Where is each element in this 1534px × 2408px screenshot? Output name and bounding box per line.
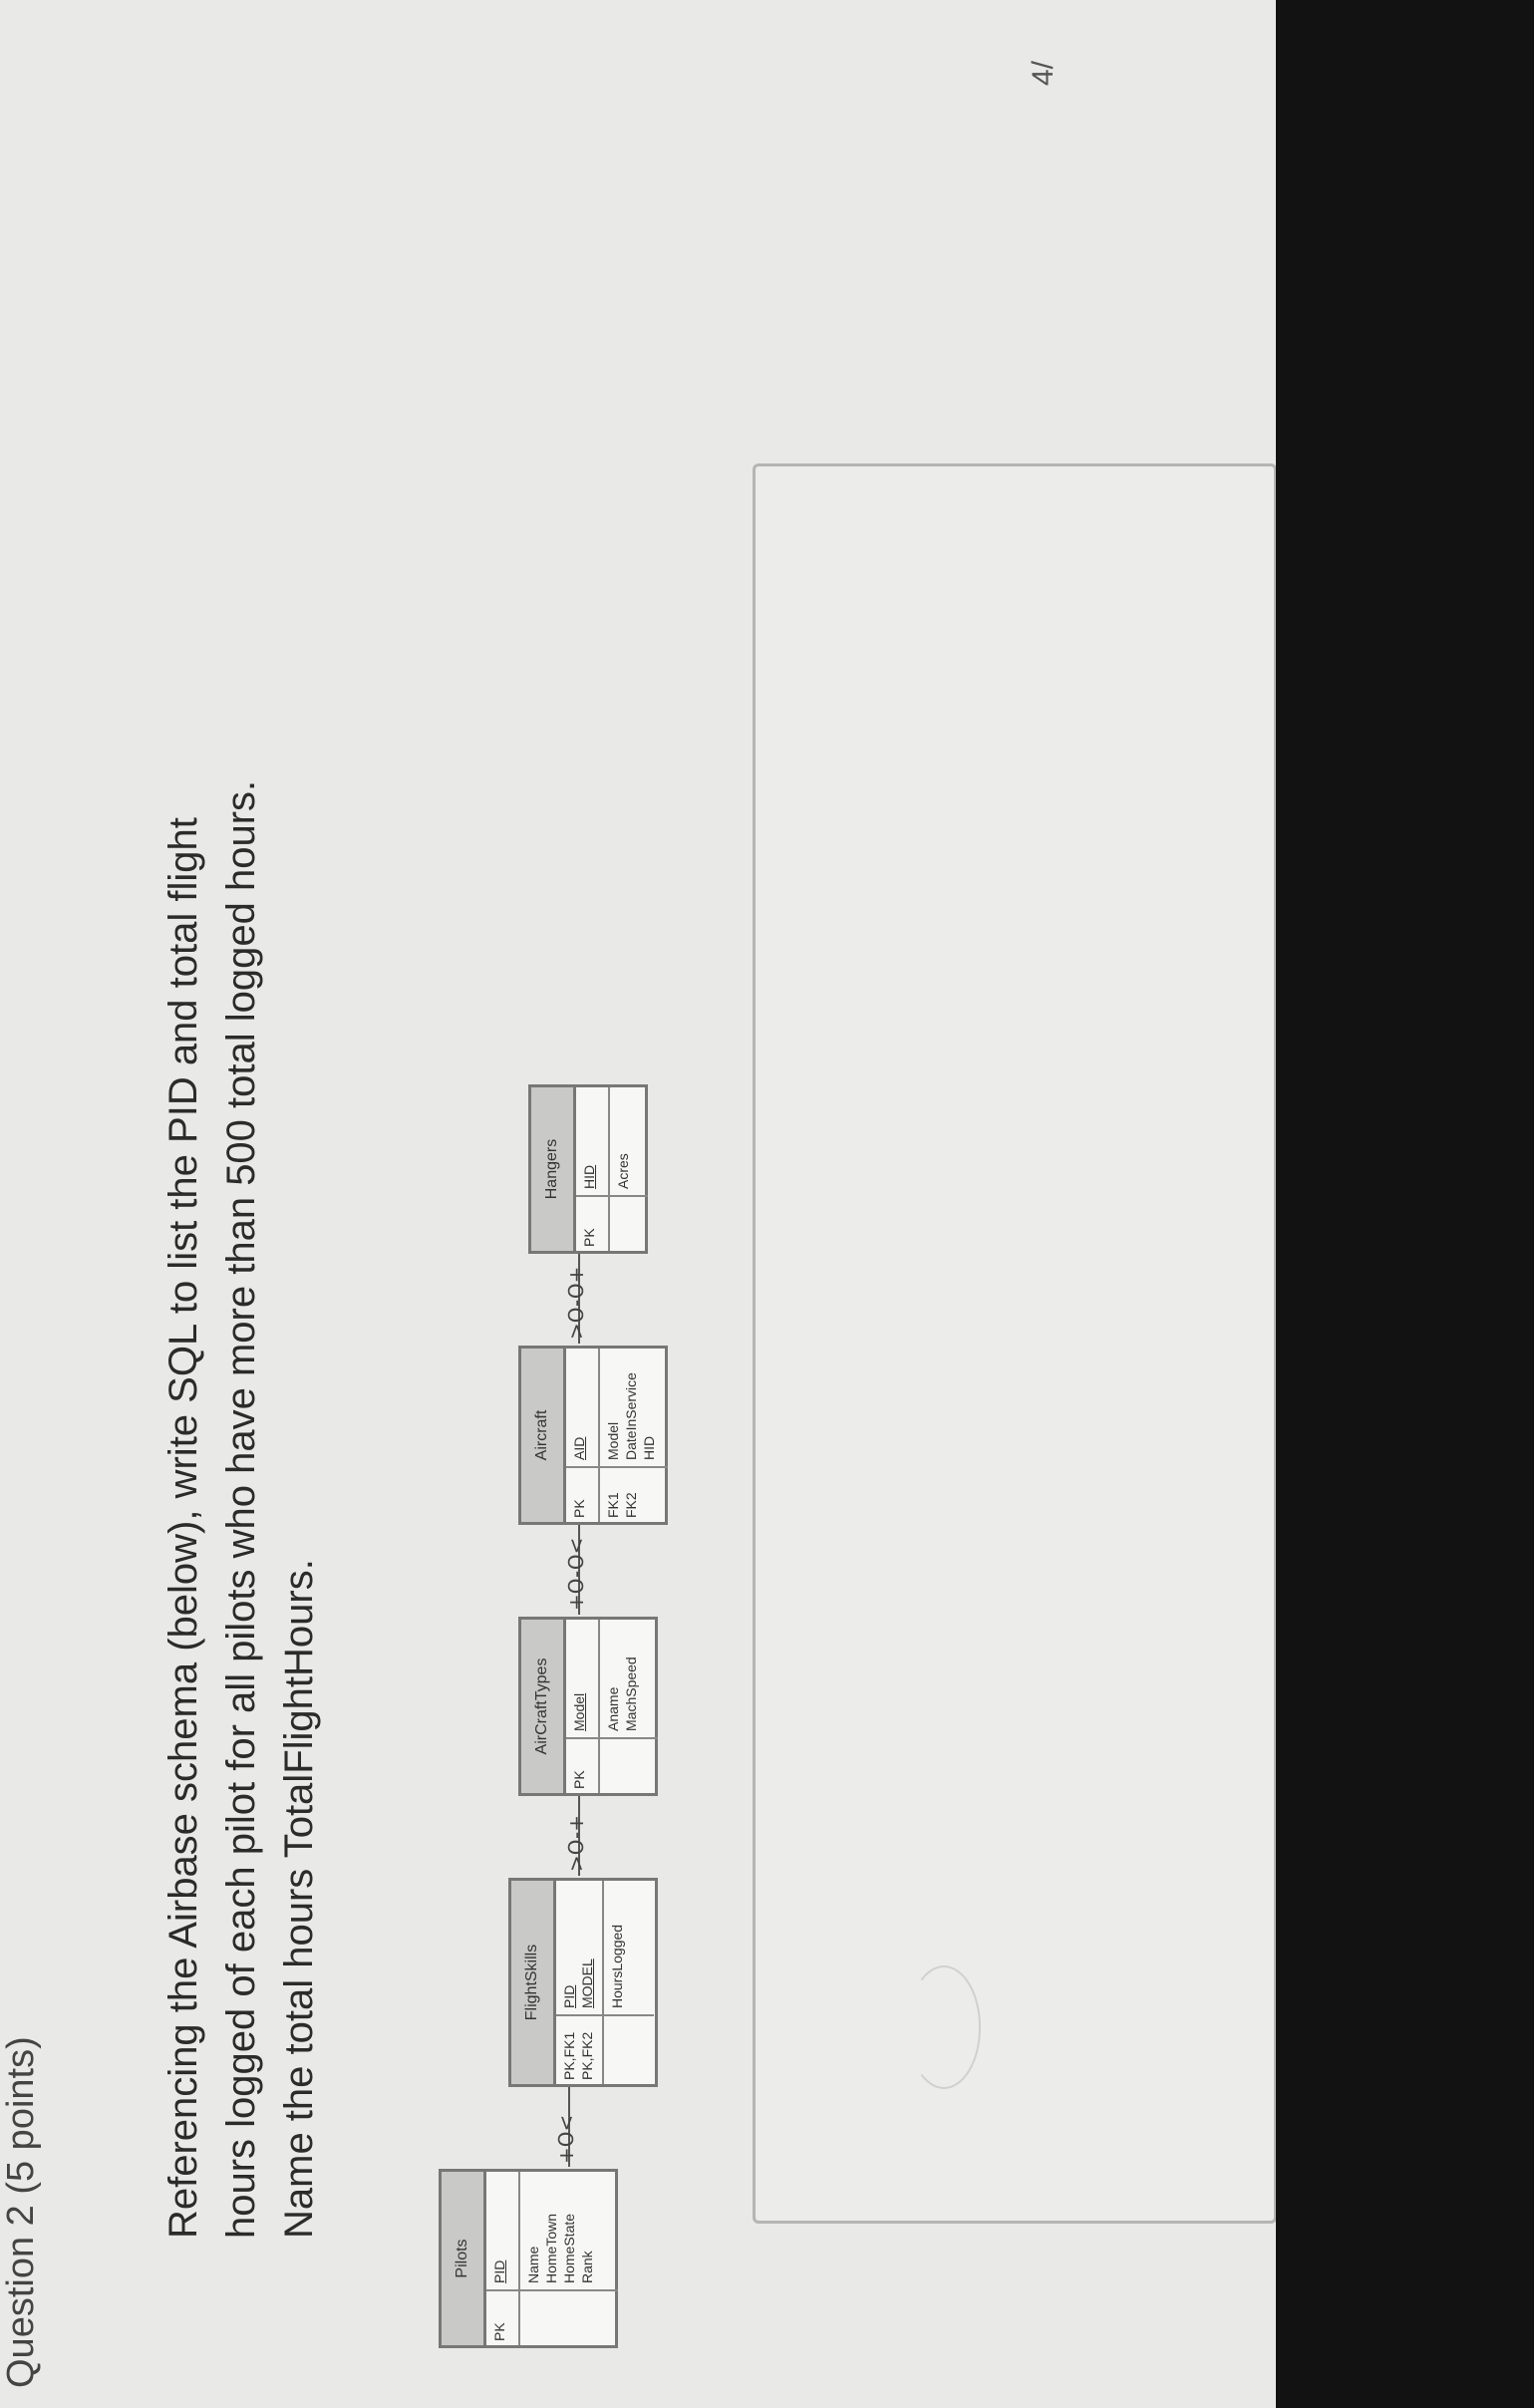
aircraft-aid: AID bbox=[571, 1436, 587, 1460]
crow-foot-icon: >O-+ bbox=[564, 1814, 588, 1872]
hangers-hid: HID bbox=[581, 1164, 597, 1189]
aircraft-hid: HID bbox=[641, 1435, 657, 1460]
entity-title-flightskills: FlightSkills bbox=[511, 1881, 556, 2084]
pilots-attr-homestate: HomeState bbox=[561, 2213, 577, 2283]
question-line-2: hours logged of each pilot for all pilot… bbox=[219, 779, 263, 2239]
aircraft-model: Model bbox=[605, 1421, 621, 1460]
flightskills-hourslogged: HoursLogged bbox=[609, 1924, 625, 2008]
entity-title-pilots: Pilots bbox=[442, 2172, 486, 2345]
aircraft-fk1-label: FK1 bbox=[605, 1492, 621, 1518]
answer-text-area[interactable] bbox=[753, 463, 1277, 2224]
pilots-attr-hometown: HomeTown bbox=[543, 2213, 559, 2283]
flightskills-key-1: PK,FK1 bbox=[561, 2031, 577, 2080]
crow-foot-icon: >O-O+ bbox=[564, 1266, 588, 1340]
flightskills-key-2: PK,FK2 bbox=[579, 2031, 595, 2080]
crow-foot-icon: +O< bbox=[554, 2114, 578, 2164]
entity-title-aircrafttypes: AirCraftTypes bbox=[521, 1620, 566, 1793]
pilots-pid: PID bbox=[491, 2259, 507, 2283]
flightskills-pid: PID bbox=[561, 1984, 577, 2008]
entity-hangers: Hangers PK HID Acres bbox=[528, 1084, 648, 1254]
question-header: Question 2 (5 points) bbox=[0, 2036, 42, 2388]
entity-aircrafttypes: AirCraftTypes PK Model Aname MachSpeed bbox=[518, 1617, 658, 1796]
hangers-pk-label: PK bbox=[576, 1195, 608, 1251]
pilots-pk-label: PK bbox=[486, 2289, 518, 2345]
pen-mark bbox=[907, 1965, 981, 2089]
screen-bezel bbox=[1276, 0, 1534, 2408]
aircraft-dateinservice: DateInService bbox=[623, 1372, 639, 1460]
pilots-attr-name: Name bbox=[525, 2246, 541, 2283]
crow-foot-icon: +O-O< bbox=[564, 1537, 588, 1611]
pilots-attr-rank: Rank bbox=[579, 2251, 595, 2283]
aircrafttypes-pk-label: PK bbox=[566, 1737, 598, 1793]
flightskills-model: MODEL bbox=[579, 1958, 595, 2008]
aircrafttypes-model: Model bbox=[571, 1692, 587, 1731]
entity-aircraft: Aircraft PK AID FK1 FK2 Model DateInServ… bbox=[518, 1346, 668, 1525]
aircrafttypes-machspeed: MachSpeed bbox=[623, 1656, 639, 1731]
question-line-3: Name the total hours TotalFlightHours. bbox=[277, 1559, 321, 2239]
entity-flightskills: FlightSkills PK,FK1 PK,FK2 PID MODEL Hou… bbox=[508, 1878, 658, 2087]
aircrafttypes-aname: Aname bbox=[605, 1686, 621, 1731]
hangers-acres: Acres bbox=[615, 1153, 631, 1189]
aircraft-pk-label: PK bbox=[566, 1466, 598, 1522]
er-diagram: Pilots PK PID Name HomeTown HomeState Ra… bbox=[419, 953, 748, 2348]
page-corner-mark: 4/ bbox=[1027, 60, 1060, 86]
question-line-1: Referencing the Airbase schema (below), … bbox=[161, 817, 205, 2239]
aircraft-fk2-label: FK2 bbox=[623, 1492, 639, 1518]
entity-pilots: Pilots PK PID Name HomeTown HomeState Ra… bbox=[439, 2169, 618, 2348]
question-prompt: Referencing the Airbase schema (below), … bbox=[154, 345, 328, 2239]
entity-title-aircraft: Aircraft bbox=[521, 1349, 566, 1522]
entity-title-hangers: Hangers bbox=[531, 1087, 576, 1251]
